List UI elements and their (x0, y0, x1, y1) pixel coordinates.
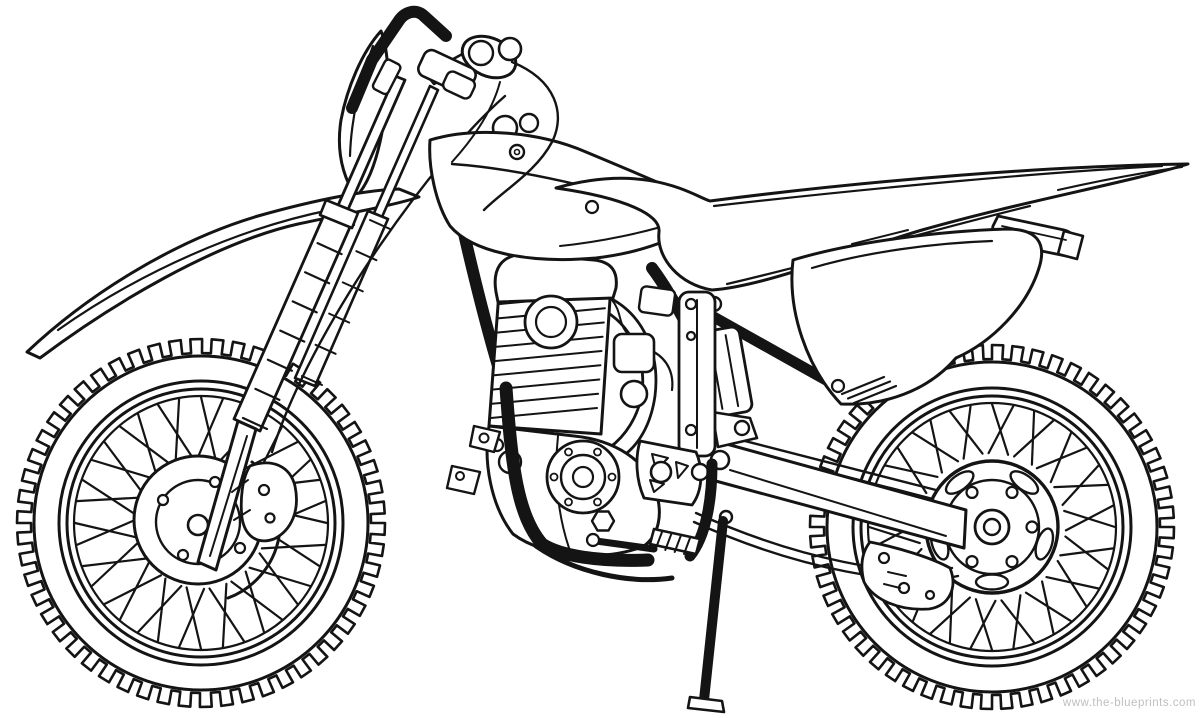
fuel-cap-vent (518, 112, 540, 134)
watermark: www.the-blueprints.com (1062, 697, 1196, 709)
cylinder-head (493, 252, 618, 304)
bodywork (428, 112, 1190, 406)
kickstand-foot (686, 695, 726, 714)
carburetor-bowl (619, 379, 649, 409)
guard-cutout (675, 461, 689, 479)
guard-bolt (690, 462, 710, 482)
rear-axle (982, 517, 1002, 537)
carburetor-body (612, 332, 656, 374)
fork-leg-seam (209, 435, 248, 557)
panel-seam (810, 239, 994, 270)
front-brake-hose (270, 94, 507, 454)
cover-bolt (607, 472, 617, 482)
fork-lower-leg (196, 419, 258, 572)
shock-bolt (733, 419, 751, 437)
seat-seam (712, 164, 1164, 208)
brake-hose-loop (482, 60, 560, 212)
shroud-bolt (584, 199, 600, 215)
frame-bolt (684, 423, 698, 437)
frame-bolt (684, 297, 698, 311)
sprocket-bolt (1005, 485, 1019, 499)
tail-underline (1057, 166, 1183, 191)
frame-bolt (685, 330, 697, 342)
cdi-box (637, 285, 677, 317)
footpeg (648, 527, 702, 556)
front-spokes (73, 395, 329, 651)
caliper-bolt (264, 512, 276, 524)
cover-bolt (549, 472, 559, 482)
hub-bolt (156, 493, 170, 507)
sprocket-cutout (974, 573, 1010, 591)
controls (499, 381, 734, 714)
cover-bolt (593, 447, 602, 457)
cover-bolt (564, 447, 573, 457)
front-hub-inner (154, 478, 242, 566)
sprocket-bolt (1025, 520, 1039, 534)
engine (445, 252, 710, 558)
sprocket-bolt (965, 485, 979, 499)
side-number-plate (790, 227, 1044, 406)
brake-plate-bolt (924, 589, 936, 601)
panel-louvers (840, 375, 898, 405)
front-brake-caliper (239, 461, 298, 543)
caliper-bolt (257, 483, 271, 497)
plate-clamp (371, 58, 402, 96)
rear-suspension (692, 428, 968, 611)
pedal-tip (585, 532, 601, 548)
footpeg-serrations (655, 531, 691, 555)
gaiter-clamp-top (318, 198, 360, 230)
cover-bolt (564, 497, 573, 507)
front-axle (186, 513, 210, 537)
shroud-bolt (508, 143, 526, 161)
sprocket-cutout (944, 470, 975, 495)
grip-ring (467, 39, 495, 67)
front-end (25, 29, 507, 572)
sprocket-cutout (1034, 527, 1055, 561)
muffler-end-cap (1056, 229, 1085, 261)
steering-stem (441, 70, 477, 100)
drain-bolt (590, 510, 616, 532)
cover-bolt (593, 497, 602, 507)
throttle-cable (451, 81, 501, 163)
wiring (611, 299, 629, 335)
panel-bolt (830, 378, 846, 394)
brake-plate-detail (883, 571, 907, 589)
engine-mount (445, 464, 482, 496)
guard-bolt (649, 460, 673, 484)
cockpit (346, 5, 560, 212)
mount-bolt (455, 471, 465, 481)
seat-and-tail (554, 162, 1190, 292)
clutch-cover-center (571, 465, 595, 489)
hub-bolt (176, 548, 190, 562)
fender-crease (56, 208, 332, 332)
head-cover-inner (534, 305, 568, 339)
hub-bolt (233, 541, 247, 555)
sprocket-bolt (965, 554, 979, 569)
clutch-cover-mid (559, 453, 607, 501)
brake-plate-bolt (877, 551, 891, 565)
sprocket-bolt (1005, 554, 1019, 569)
intake-hose (652, 350, 674, 392)
sprocket-cutout (1009, 470, 1040, 495)
mount-bolt (478, 432, 490, 444)
head-cover (523, 294, 579, 350)
skid-line (533, 543, 675, 583)
grip-end (497, 36, 523, 62)
caliper-bracket (231, 479, 251, 521)
swingarm-seam (729, 469, 947, 537)
